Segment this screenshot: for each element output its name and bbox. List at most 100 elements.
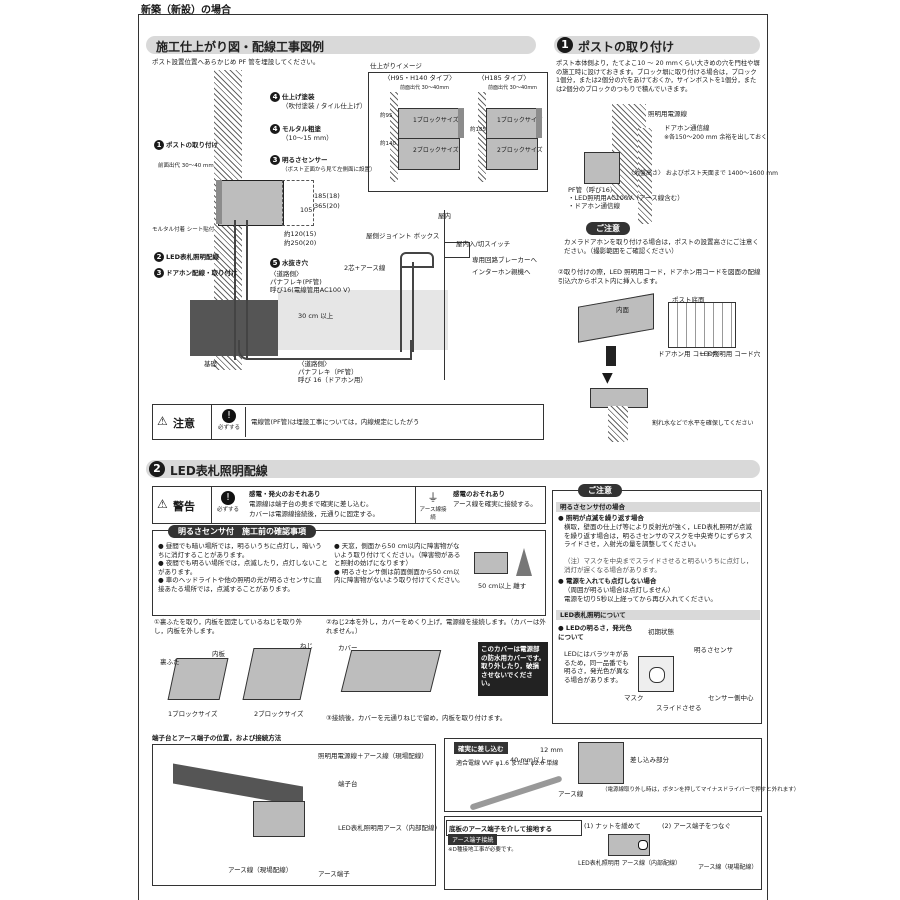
term-d: アース線（現場配線） <box>228 866 293 874</box>
finish-block1-b: 1ブロックサイズ <box>486 108 543 140</box>
w120: 約120(15) <box>284 230 317 238</box>
dim365: 365(20) <box>314 202 340 210</box>
sensor-l2: ● 夜間でも明るい場所では，点滅したり，点灯しないことがあります。 <box>158 559 328 576</box>
sensor-l1: ● 昼間でも暗い場所では，明るいうちに点灯し，暗いうちに消灯することがあります。 <box>158 542 322 559</box>
door-hole-label: ドアホン用 コード穴 <box>658 350 719 358</box>
len12: 12 mm <box>540 746 564 754</box>
insert-label: 確実に差し込む <box>454 742 508 754</box>
pf-label: PF管（呼び16） <box>568 186 617 194</box>
house-wall <box>444 210 445 380</box>
height-label: 〈地盤高さ〉 およびポスト天面まで 1400〜1600 mm <box>628 170 778 177</box>
warn-heading: 感電・発火のおそれあり <box>249 490 321 498</box>
earth-icon: ⏚ <box>427 491 439 504</box>
sensor-list-right: ● 天窓，側面から50 cm以内に障害物がないよう取り付けてください。（障害物が… <box>334 542 464 585</box>
terminal-title: 端子台とアース端子の位置，および接続方法 <box>152 734 282 742</box>
sensor-lens-icon <box>649 667 665 683</box>
finish-face-b <box>536 108 542 138</box>
warn-exclamation-icon: ! <box>221 491 235 505</box>
sensor-r1-text: 天窓，側面から50 cm以内に障害物がないよう取り付けてください。（障害物がある… <box>334 542 461 567</box>
note-p2: （周囲が明るい場合は点灯しません） <box>564 586 675 594</box>
term-e: アース端子 <box>318 870 350 878</box>
h30-label: 30 cm 以上 <box>298 312 334 320</box>
finish-type-a: 〈H95・H140 タイプ〉 <box>384 74 456 82</box>
earth-cell: ⏚ アース線接続 <box>419 489 447 521</box>
finish-block2-b: 2ブロックサイズ <box>486 138 543 170</box>
pf-pipe-up <box>400 262 414 352</box>
sensor-list-left: ● 昼間でも暗い場所では，明るいうちに点灯し，暗いうちに消灯することがあります。… <box>158 542 328 593</box>
post-section-title: ポストの取り付け <box>578 40 675 54</box>
sensor-l3-text: 車のヘッドライトや他の照明の光が明るさセンサに直接あたる場所では，点滅することが… <box>158 576 322 593</box>
sensor-l2-text: 夜間でも明るい場所では，点滅したり，点灯しないことがあります。 <box>158 559 328 576</box>
term-c: LED表札照明用アース（内部配線） <box>338 824 442 832</box>
screw-label: ねじ <box>300 642 313 650</box>
post-inner-label: 内面 <box>616 306 629 314</box>
pipe2-a: 〈道路側〉 <box>298 360 331 368</box>
step3s-sub: （ボスト正面から見て左側面に設置） <box>282 167 376 173</box>
warn2-line1: アース線を確実に接続する。 <box>453 500 537 508</box>
warn-line2: カバーは電源線接続後，元通りに固定する。 <box>249 510 379 518</box>
exclamation-icon: ! <box>222 409 236 423</box>
pipe2-c: 呼び 16（ドアホン用） <box>298 376 367 384</box>
post-installed <box>590 388 648 408</box>
step4a-label: 仕上げ塗装 <box>282 93 315 101</box>
pipe1-b: パナフレキ(PF管) <box>270 278 322 286</box>
sensor-label: 明るさセンサ <box>694 646 733 654</box>
center-label: センサー側中心 <box>708 694 754 702</box>
finish-type-b: 〈H185 タイプ〉 <box>478 74 530 82</box>
depth-label: 前面出代 30〜40 mm <box>158 163 214 169</box>
arrow-down-icon: ▼ <box>602 370 613 386</box>
joint-box <box>400 252 434 268</box>
sensor-mask-diagram <box>638 656 674 692</box>
pipe1-c: 呼び16(電線管用AC100 V) <box>270 286 351 294</box>
post-iso <box>584 152 620 184</box>
post-depth <box>282 180 314 226</box>
finish-face-a <box>458 108 464 138</box>
post-step2-text: ②取り付けの際，LED 照明用コード，ドアホン用コードを図面の配線引込穴からポス… <box>558 268 761 285</box>
base-label: 基礎 <box>204 360 217 368</box>
caution-label: 注意 <box>173 417 195 430</box>
step3s-label: 明るさセンサー <box>282 156 328 164</box>
step4b-label: モルタル粗塗 <box>282 125 321 133</box>
finish-block1-a: 1ブロックサイズ <box>398 108 460 140</box>
pipe-b-label: ドアホン通信線 <box>664 124 710 132</box>
pf-pipe-horiz <box>238 340 412 360</box>
note-box <box>552 490 762 724</box>
wiring-intro: ポスト設置位置へあらかじめ PF 管を埋設してください。 <box>152 58 320 66</box>
strip-note: （電源線取り外し時は，ボタンを押してマイナスドライバーで押すと外れます） <box>602 787 800 793</box>
dist-label: 50 cm以上 離す <box>478 582 527 590</box>
post-bottom-label: ポスト底面 <box>672 296 705 304</box>
warning-box: ⚠ 警告 ! 必ずする 感電・発火のおそれあり 電源線は端子台の奥まで確実に差し… <box>152 486 546 524</box>
earth-box-title: 底板のアース端子を介して接地する <box>446 820 582 836</box>
note-h2: LED表札照明について <box>556 610 760 620</box>
caution-box: ⚠ 注意 ! 必ずする 電線管(PF管)は埋設工事については，内線規定にしたがう <box>152 404 544 440</box>
sensor-r2: ● 明るさセンサ側は前面側面から50 cm以内に障害物がないよう取り付けてくださ… <box>334 567 464 585</box>
note-p1: 横取，壁面の仕上げ等により反射光が強く，LED表札照明が点滅を繰り返す場合は，明… <box>564 523 753 548</box>
must-text: 必ずする <box>217 425 240 431</box>
block1-label-b: 1ブロックサイズ <box>497 117 543 124</box>
finish-title: 仕上がりイメージ <box>370 62 422 70</box>
warn-label-cell: ⚠ 警告 <box>153 487 212 523</box>
switch-box <box>444 242 470 258</box>
angle-label: 105° <box>300 206 316 214</box>
note-title: ご注意 <box>578 484 622 497</box>
column <box>638 128 652 224</box>
pipe1-a: 〈道路側〉 <box>270 270 303 278</box>
w250: 約250(20) <box>284 239 317 247</box>
block1-label-a: 1ブロックサイズ <box>413 117 459 124</box>
caution-label-cell: ⚠ 注意 <box>153 405 212 439</box>
sensor-title: 明るさセンサ付 施工前の確認事項 <box>168 525 316 538</box>
wall-hatch-a <box>390 92 398 182</box>
finish-h3: 約185 <box>470 127 486 133</box>
warn-label: 警告 <box>173 500 195 513</box>
earth-box <box>444 816 762 890</box>
post-bottom-view <box>668 302 736 348</box>
finish-depth-b: 前面出代 30〜40mm <box>488 85 538 91</box>
post-note-text: カメラドアホンを取り付ける場合は，ポストの設置高さにご注意ください。（撮影範囲を… <box>564 238 759 255</box>
led-section-title: LED表札照明配線 <box>170 464 268 478</box>
term-a: 照明用電源線＋アース線（現場配線） <box>318 752 428 760</box>
finish-block2-a: 2ブロックサイズ <box>398 138 460 170</box>
indoor-label: 屋内 <box>438 212 451 220</box>
size2-label: 2ブロックサイズ <box>254 710 304 718</box>
